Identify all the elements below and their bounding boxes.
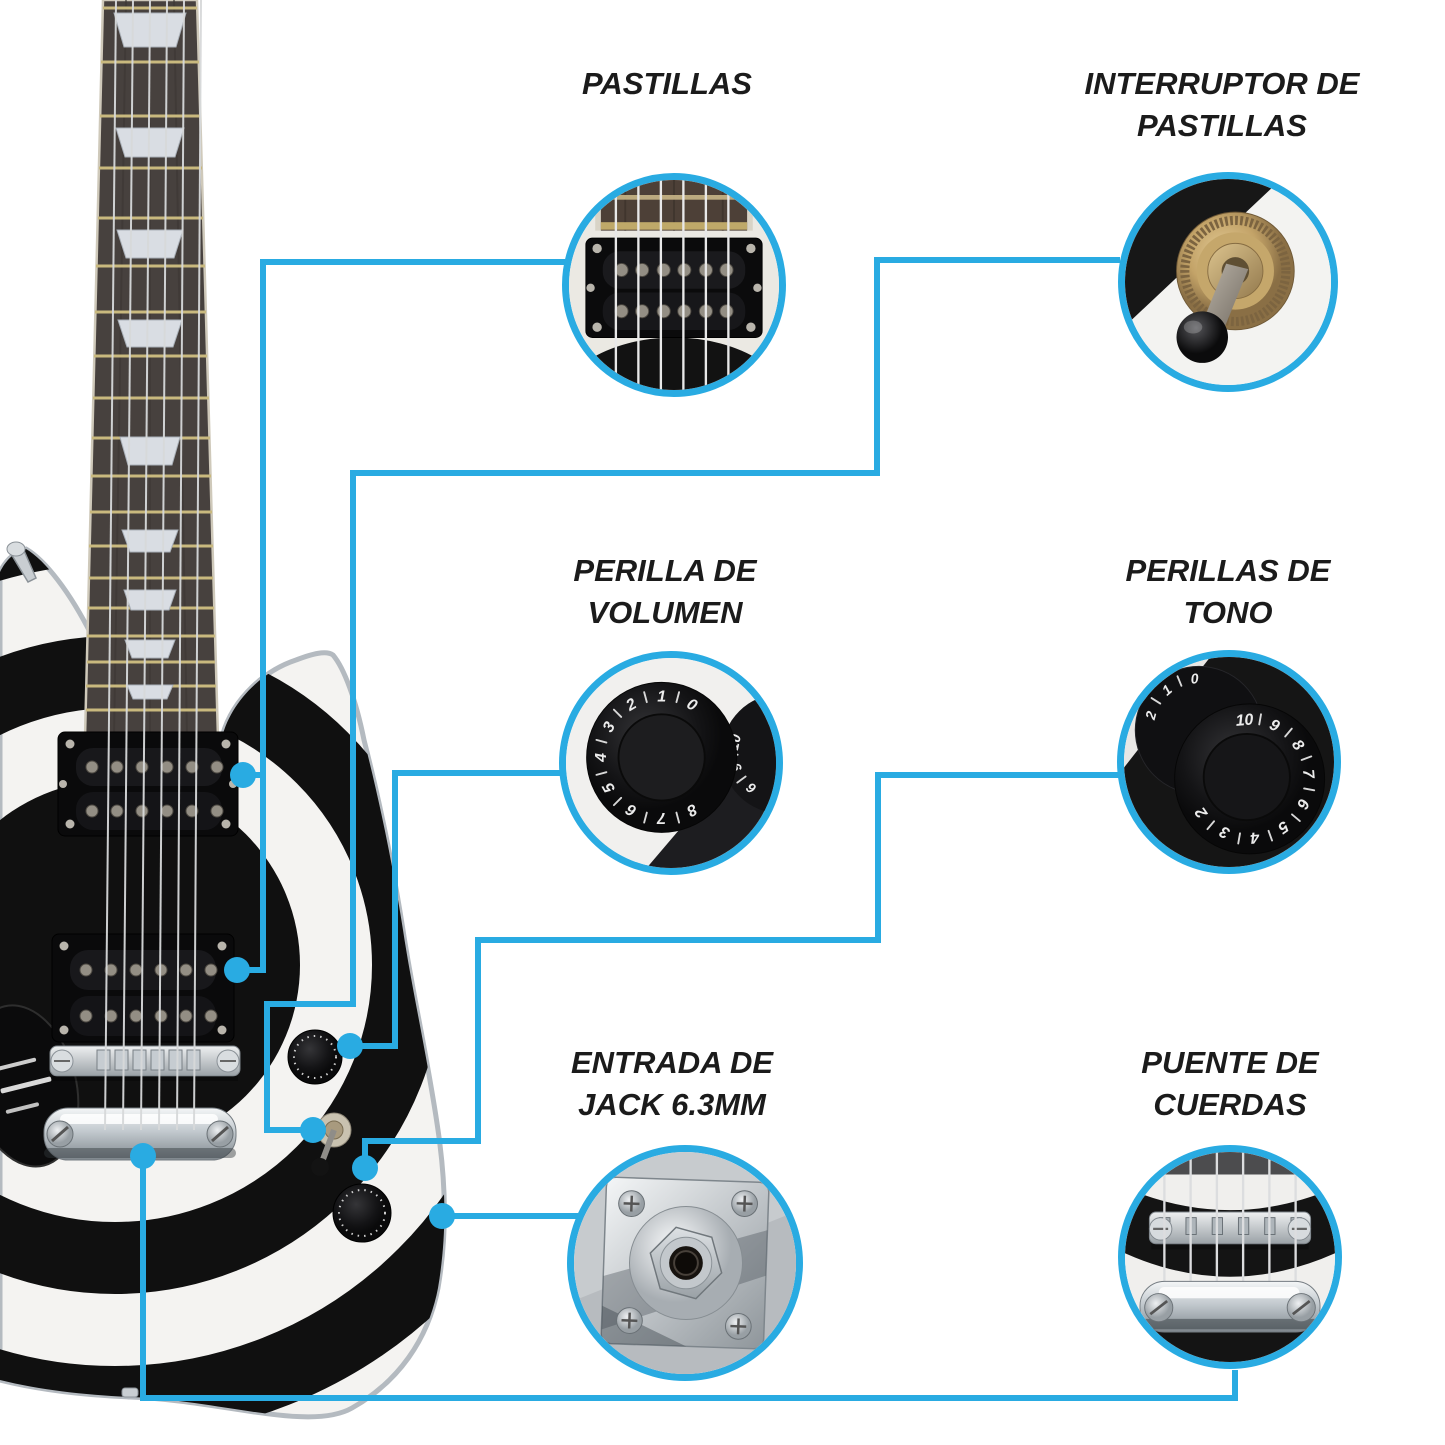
anchor-dot-bridge-pickup: [224, 957, 250, 983]
label-perillas-tono: PERILLAS DE TONO: [1125, 553, 1331, 630]
label-puente-cuerdas: PUENTE DE CUERDAS: [1141, 1045, 1319, 1122]
connector-volumen: [350, 770, 560, 1049]
jack-photo: [574, 1152, 796, 1374]
svg-text:7: 7: [1299, 769, 1317, 780]
strap-button: [6, 541, 37, 583]
label-interruptor-pastillas: INTERRUPTOR DE PASTILLAS: [1084, 66, 1360, 143]
connector-tono: [362, 772, 1119, 1168]
end-pin: [121, 1387, 139, 1398]
svg-text:2: 2: [1142, 709, 1160, 722]
tone-knob: [332, 1183, 392, 1243]
svg-text:1: 1: [657, 689, 666, 706]
svg-text:0: 0: [1190, 670, 1199, 687]
tailpiece-screws: [46, 1120, 234, 1148]
label-pastillas: PASTILLAS: [582, 66, 752, 101]
svg-text:10: 10: [1235, 711, 1254, 729]
label-entrada-jack: ENTRADA DE JACK 6.3MM: [570, 1045, 774, 1122]
label-perilla-volumen: PERILLA DE VOLUMEN: [573, 553, 757, 630]
guitar-illustration: [0, 0, 447, 1420]
pickup-photo: [569, 180, 779, 390]
anchor-dot-jack: [429, 1203, 455, 1229]
bridge-photo: [1125, 1152, 1335, 1362]
bridge: [49, 1045, 241, 1081]
anchor-dot-tone: [352, 1155, 378, 1181]
callout-circle-pastillas: [562, 173, 786, 397]
anchor-dot-volume: [337, 1033, 363, 1059]
svg-text:4: 4: [593, 753, 610, 763]
connector-interruptor: [264, 257, 1120, 1133]
toggle-switch: [311, 1112, 352, 1176]
strings: [104, 0, 202, 1131]
connector-puente: [140, 1156, 1238, 1401]
switch-photo: [1125, 179, 1331, 385]
callout-circle-interruptor: [1118, 172, 1338, 392]
anchor-dot-bridge: [130, 1143, 156, 1169]
anchor-dot-switch: [300, 1117, 326, 1143]
callout-circle-puente: [1118, 1145, 1342, 1369]
anchor-dot-neck-pickup: [230, 762, 256, 788]
svg-text:7: 7: [656, 809, 666, 826]
callout-circle-jack: [567, 1145, 803, 1381]
neck-pickup: [57, 731, 239, 837]
volume-knob: [287, 1029, 343, 1085]
guitar-neck: [83, 0, 220, 740]
svg-text:4: 4: [1249, 828, 1260, 846]
